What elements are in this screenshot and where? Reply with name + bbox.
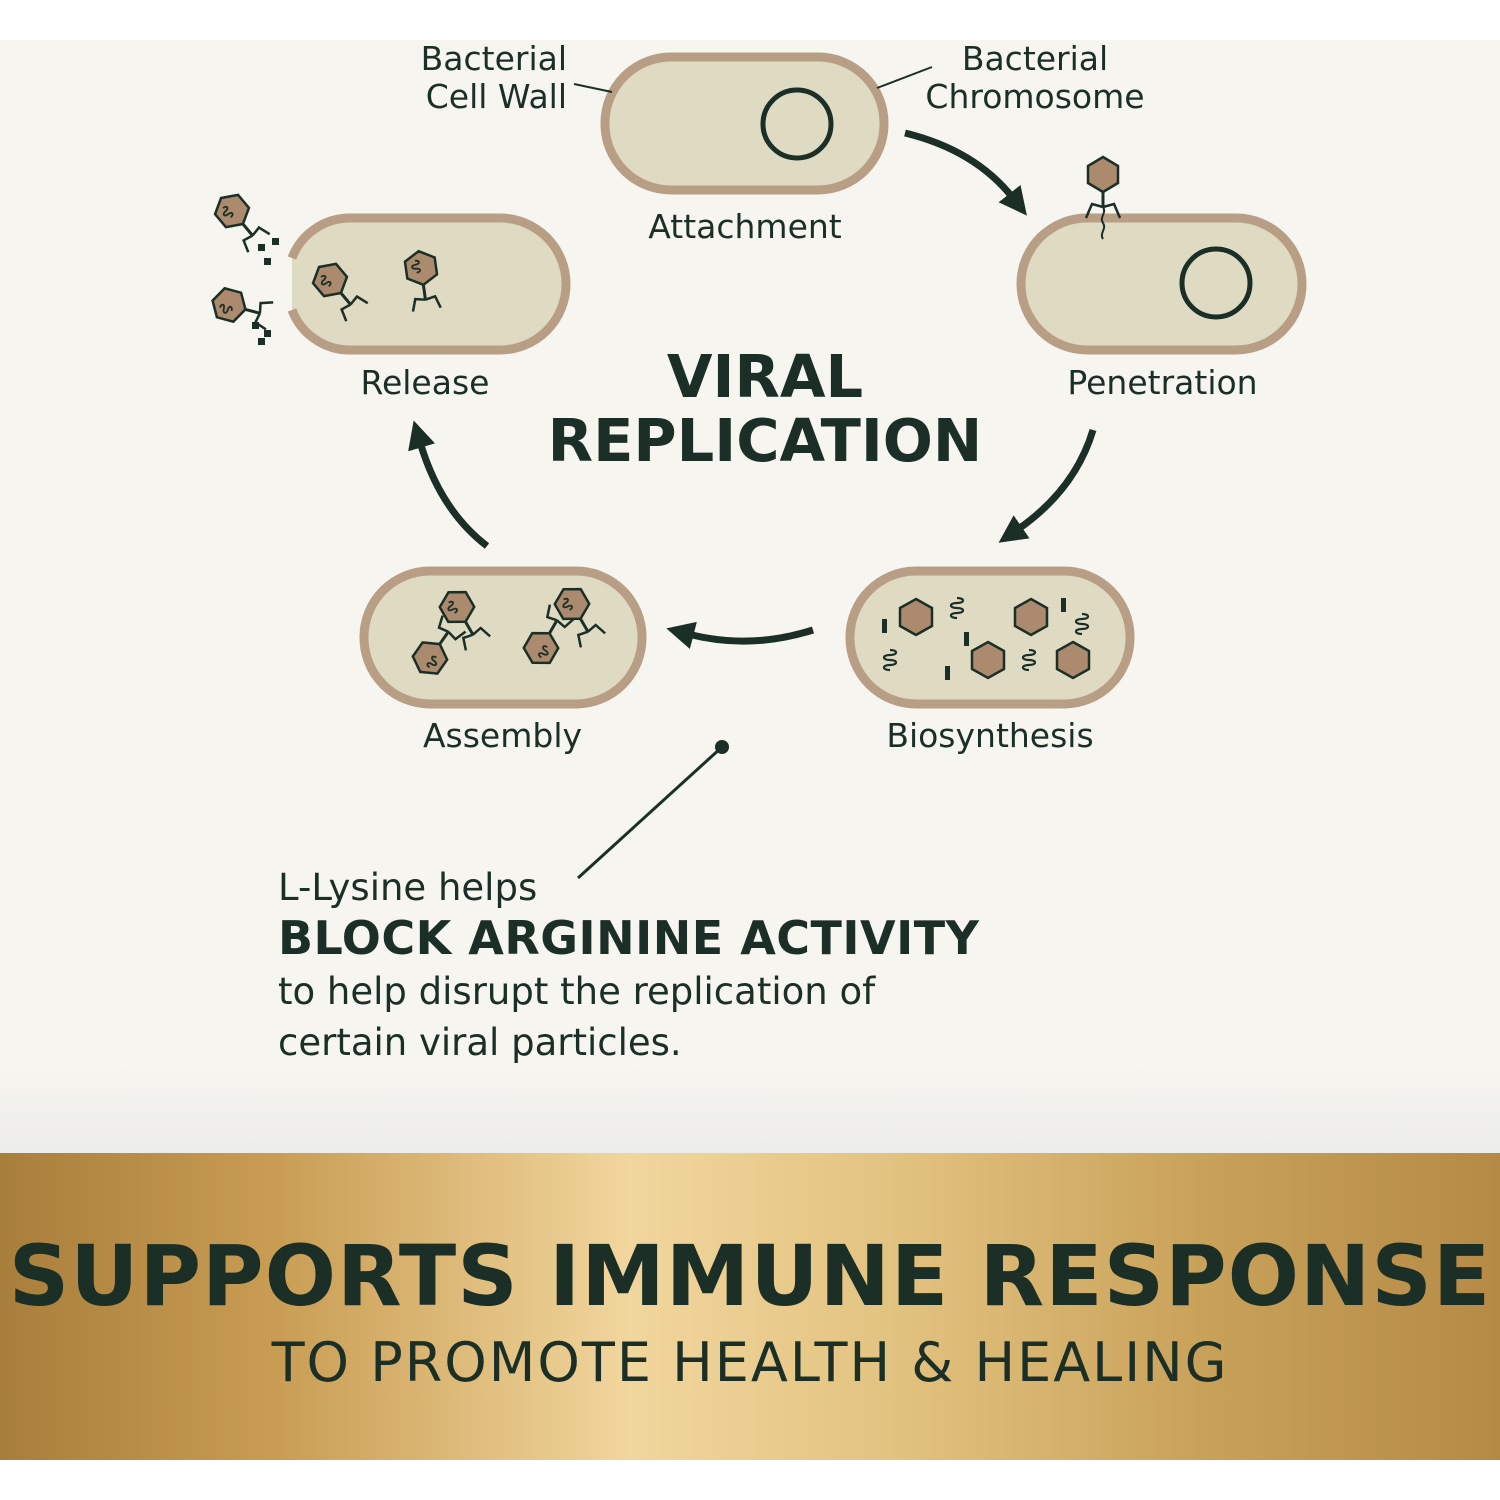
- pointer-dot: [715, 740, 729, 754]
- chromosome-circle: [1179, 246, 1253, 320]
- info-description: to help disrupt the replication of certa…: [278, 970, 876, 1064]
- banner-subtitle: TO PROMOTE HEALTH & HEALING: [271, 1331, 1229, 1394]
- penetration-cell: [1016, 213, 1307, 355]
- phage-icon: [208, 186, 272, 255]
- released-phages: [207, 186, 279, 345]
- cell-wall-leader-line: [573, 83, 613, 93]
- label-release: Release: [360, 363, 490, 402]
- arrow-attachment-to-penetration: [904, 129, 1027, 216]
- label-assembly: Assembly: [422, 716, 583, 755]
- attaching-phage-icon: [1084, 155, 1122, 240]
- info-block: L-Lysine helps BLOCK ARGININE ACTIVITY t…: [278, 866, 1038, 1068]
- release-cell: [287, 213, 571, 355]
- capsid-icon: [1013, 597, 1049, 637]
- assembly-cell: [359, 566, 647, 709]
- label-attachment: Attachment: [648, 207, 842, 246]
- arrow-biosynthesis-to-assembly: [666, 621, 815, 649]
- chromosome-circle: [760, 87, 834, 161]
- banner-title: SUPPORTS IMMUNE RESPONSE: [8, 1227, 1492, 1325]
- label-penetration: Penetration: [1067, 363, 1258, 402]
- info-lead: L-Lysine helps: [278, 866, 538, 909]
- arrow-assembly-to-release: [408, 420, 490, 549]
- center-title: VIRAL REPLICATION: [547, 342, 983, 475]
- info-headline: BLOCK ARGININE ACTIVITY: [278, 911, 980, 965]
- attachment-cell: [600, 52, 889, 195]
- capsid-icon: [898, 597, 934, 637]
- pointer-line: [576, 745, 724, 880]
- biosynthesis-cell: [845, 566, 1135, 709]
- capsid-icon: [1055, 640, 1091, 680]
- label-biosynthesis: Biosynthesis: [886, 716, 1094, 755]
- label-bacterial-cell-wall: Bacterial Cell Wall: [420, 39, 567, 116]
- label-bacterial-chromosome: Bacterial Chromosome: [925, 39, 1145, 116]
- gold-banner: [0, 1153, 1500, 1460]
- chromosome-leader-line: [876, 66, 933, 89]
- phage-icon: [207, 284, 275, 332]
- arrow-penetration-to-biosynthesis: [998, 428, 1097, 543]
- capsid-icon: [970, 640, 1006, 680]
